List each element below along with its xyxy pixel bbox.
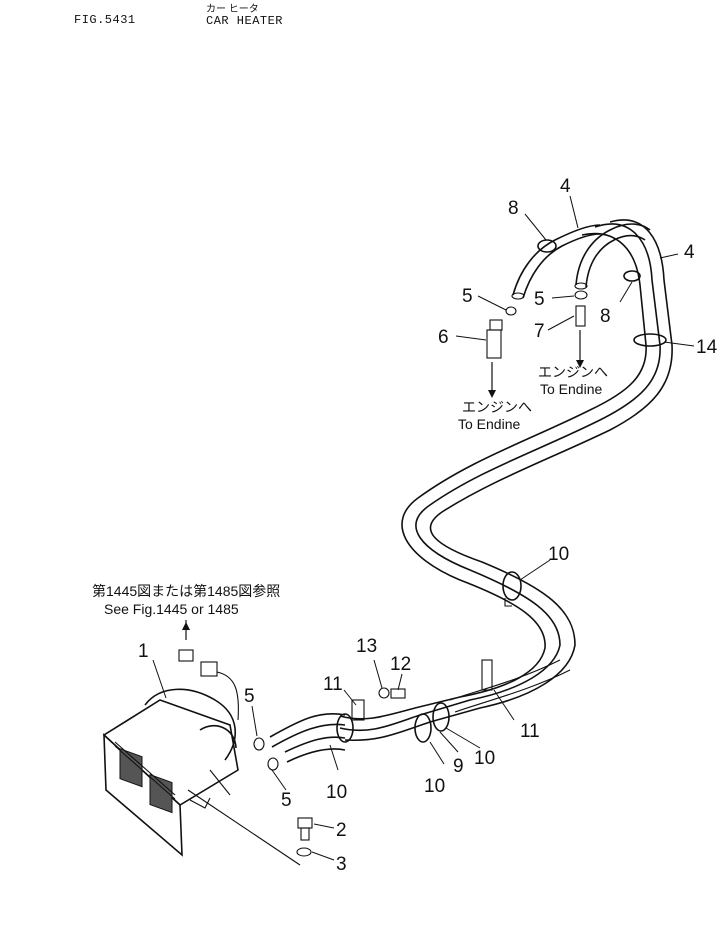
callout-10: 10 — [424, 776, 445, 797]
figure-number: FIG.5431 — [74, 13, 136, 27]
callout-10: 10 — [326, 782, 347, 803]
callout-9: 9 — [453, 756, 464, 777]
clamp-band — [633, 333, 667, 347]
hose-clamp — [623, 270, 641, 282]
callout-5: 5 — [462, 286, 473, 307]
reference-note-jp: 第1445図または第1485図参照 — [92, 583, 280, 599]
callout-1: 1 — [138, 641, 149, 662]
callout-11: 11 — [323, 674, 343, 695]
engine-note-jp: エンジンへ — [538, 364, 608, 380]
callout-8: 8 — [600, 306, 611, 327]
bolt-washer — [296, 817, 313, 857]
engine-fittings — [486, 290, 588, 398]
callout-4: 4 — [684, 242, 695, 263]
engine-note-en: To Endine — [540, 381, 602, 397]
callout-10: 10 — [474, 748, 495, 769]
callout-2: 2 — [336, 820, 347, 841]
route-clamps — [336, 571, 522, 743]
engine-note-jp: エンジンへ — [462, 399, 532, 415]
callout-4: 4 — [560, 176, 571, 197]
callout-10: 10 — [548, 544, 569, 565]
callout-13: 13 — [356, 636, 377, 657]
heater-unit — [102, 688, 301, 866]
callout-6: 6 — [438, 327, 449, 348]
wire-connector — [178, 620, 239, 721]
callout-3: 3 — [336, 854, 347, 875]
callout-5: 5 — [244, 686, 255, 707]
callout-12: 12 — [390, 654, 411, 675]
title-japanese: カー ヒータ — [206, 4, 259, 15]
heater-hoses — [253, 712, 346, 771]
callout-8: 8 — [508, 198, 519, 219]
reference-note-en: See Fig.1445 or 1485 — [104, 601, 239, 617]
upper-hoses — [511, 223, 667, 347]
leader-lines — [152, 195, 695, 861]
callout-11: 11 — [520, 721, 540, 742]
callout-5: 5 — [281, 790, 292, 811]
callout-7: 7 — [534, 321, 545, 342]
page-title: CAR HEATER — [206, 14, 284, 28]
engine-note-en: To Endine — [458, 416, 520, 432]
callout-14: 14 — [696, 337, 718, 358]
hose-clamp — [537, 239, 557, 253]
callout-5: 5 — [534, 289, 545, 310]
